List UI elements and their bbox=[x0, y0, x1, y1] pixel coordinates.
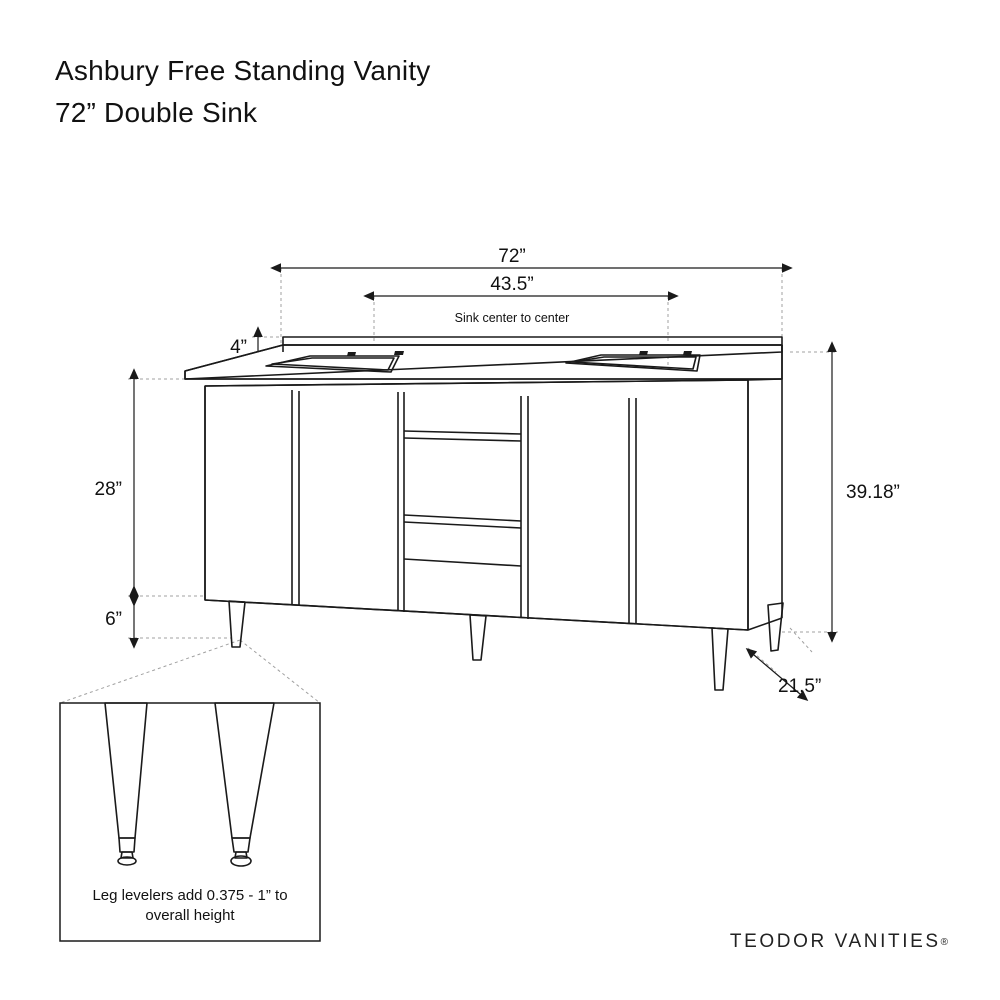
label-sink-center-to-center-text: Sink center to center bbox=[455, 311, 570, 325]
dimension-labels: 72” 43.5” Sink center to center 4” 28” 6… bbox=[95, 246, 900, 697]
label-depth: 21.5” bbox=[778, 676, 821, 697]
title-line-1: Ashbury Free Standing Vanity bbox=[55, 55, 431, 86]
detail-note-line-2: overall height bbox=[145, 907, 235, 924]
detail-note-line-1: Leg levelers add 0.375 - 1” to bbox=[92, 887, 287, 904]
page-title: Ashbury Free Standing Vanity 72” Double … bbox=[55, 50, 655, 134]
vanity-body bbox=[184, 336, 784, 691]
title-line-2: 72” Double Sink bbox=[55, 97, 258, 128]
label-cabinet-height: 28” bbox=[95, 479, 122, 500]
label-leg-height: 6” bbox=[105, 609, 122, 630]
label-overall-width: 72” bbox=[498, 246, 525, 267]
label-backsplash-height: 4” bbox=[230, 337, 247, 358]
brand-logo: TEODOR VANITIES® bbox=[730, 931, 948, 953]
brand-registered-mark: ® bbox=[940, 937, 948, 948]
label-sink-center-to-center-value: 43.5” bbox=[490, 274, 533, 295]
brand-name: TEODOR VANITIES bbox=[729, 931, 941, 952]
label-overall-height: 39.18” bbox=[846, 482, 900, 503]
leg-detail-callout: Leg levelers add 0.375 - 1” to overall h… bbox=[59, 702, 321, 942]
dimension-lines bbox=[129, 263, 837, 701]
